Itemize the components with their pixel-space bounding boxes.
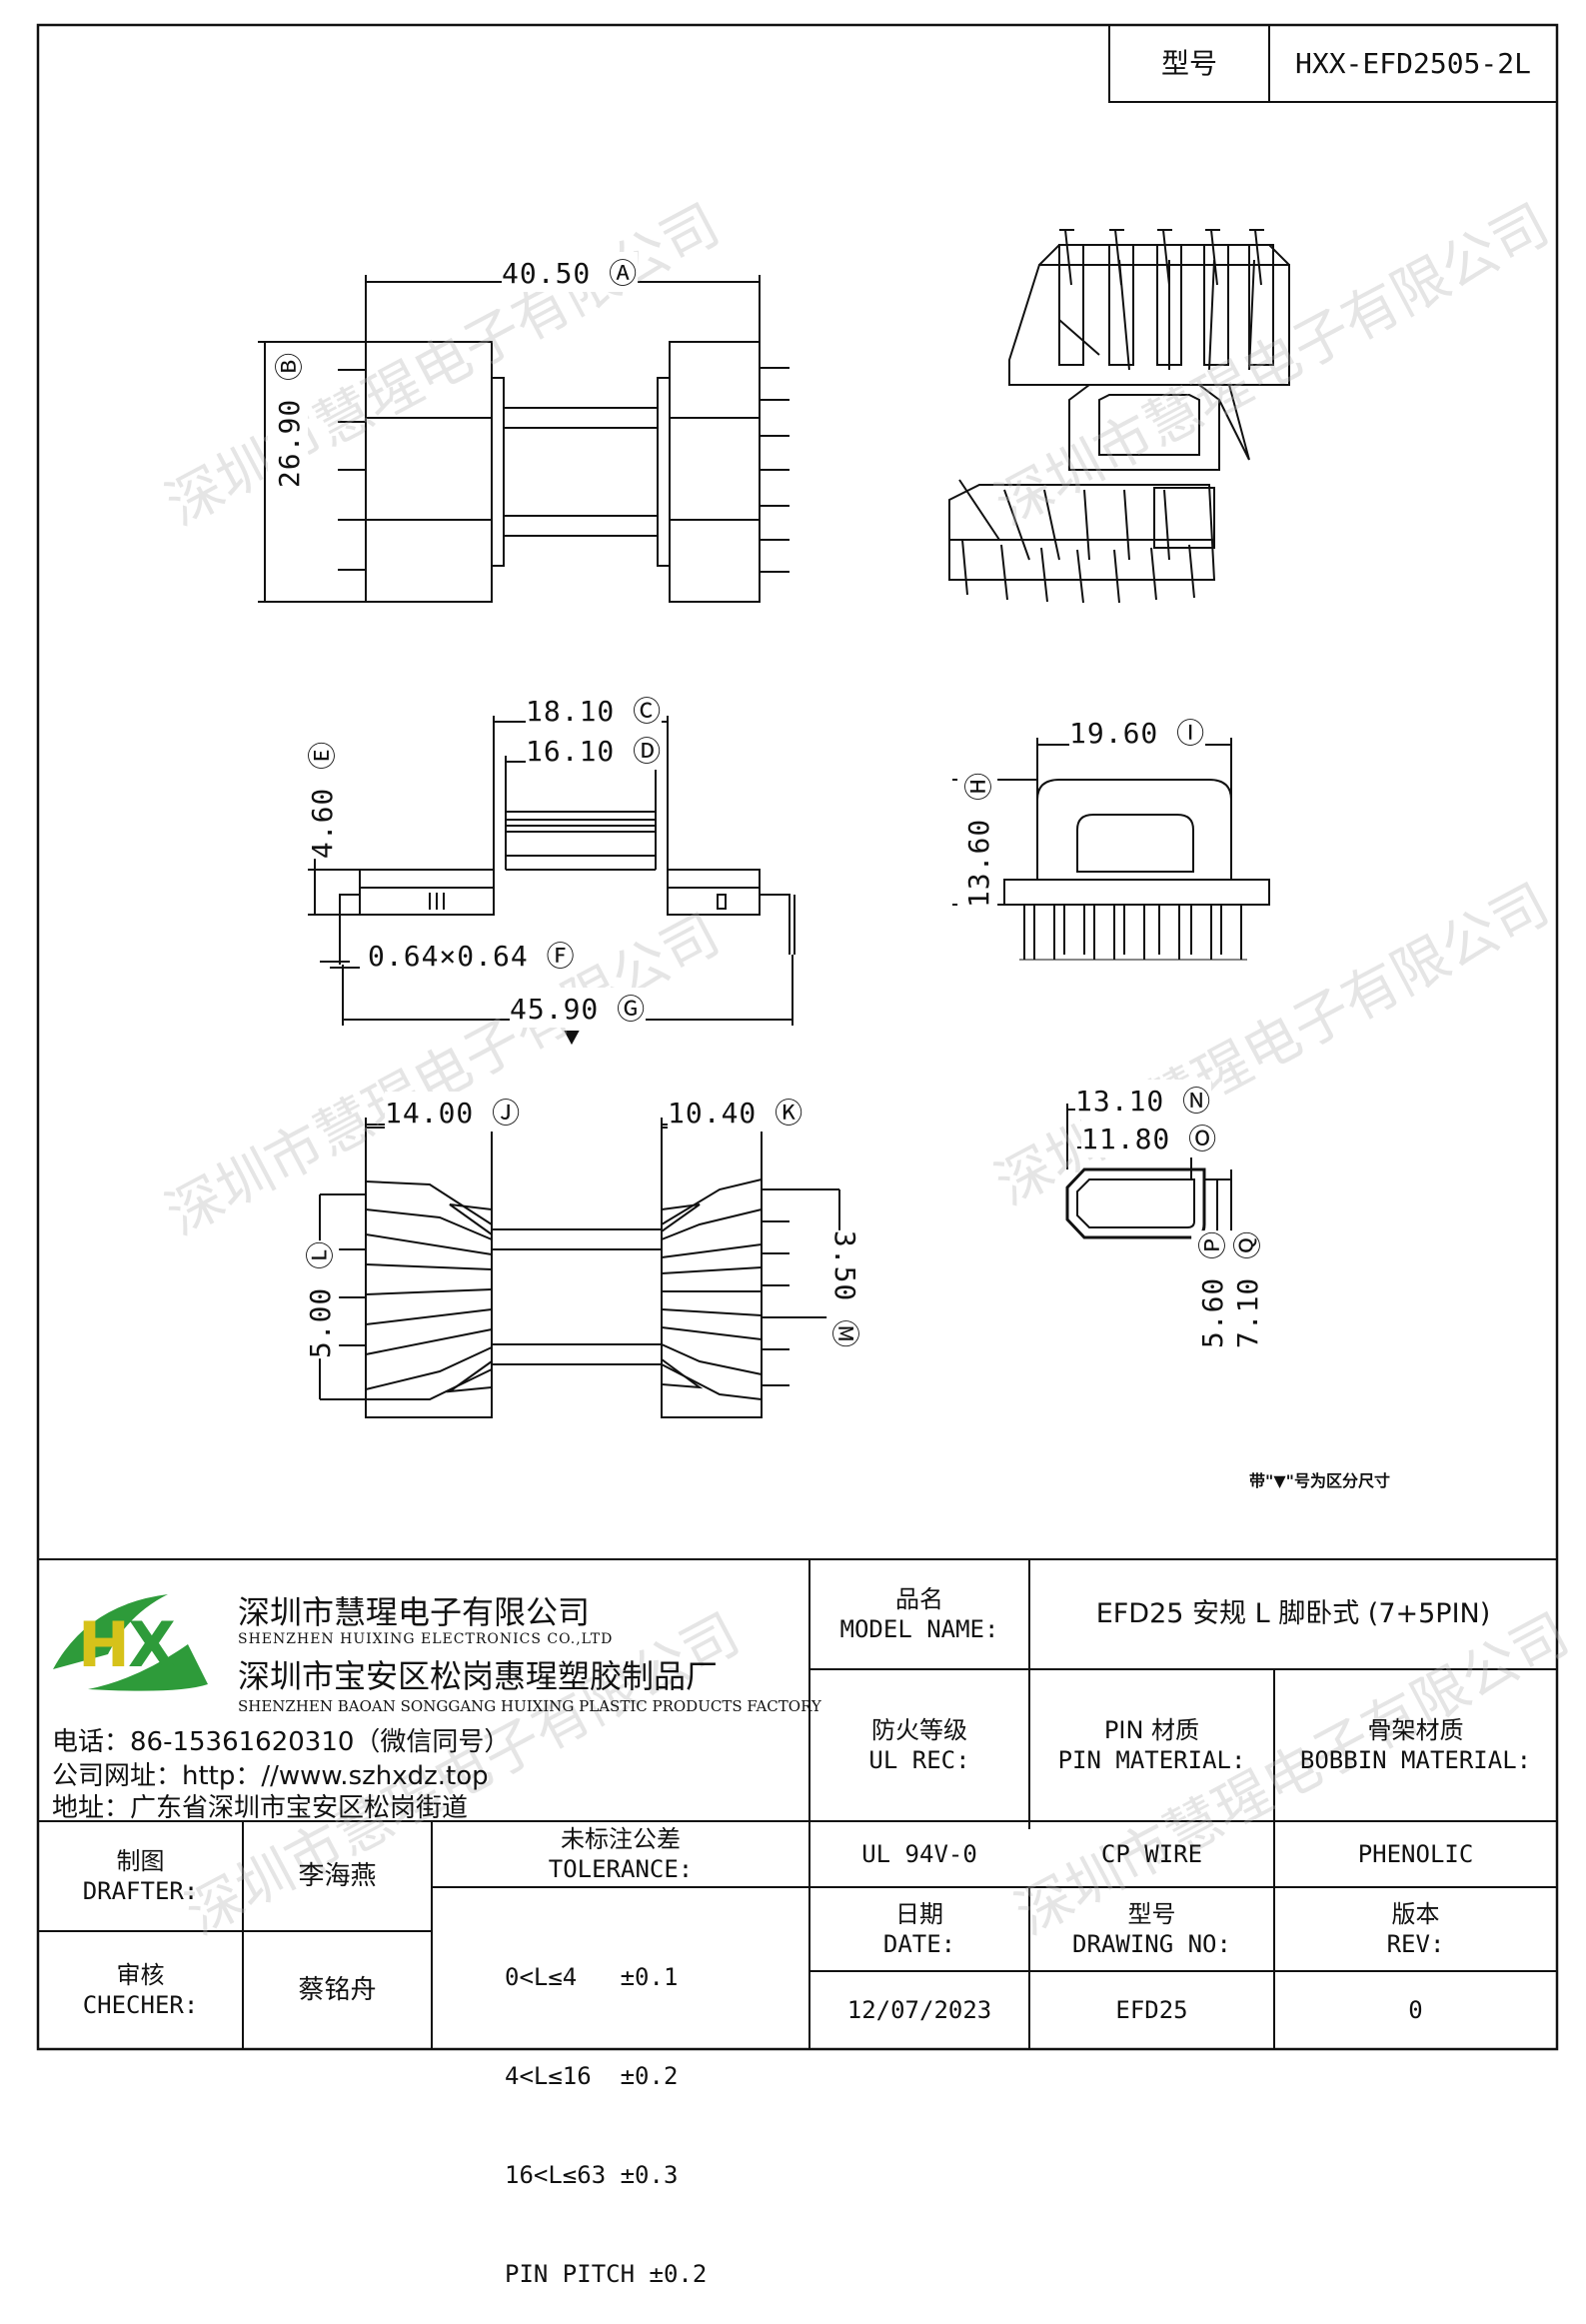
company-phone: 电话：86-15361620310（微信同号） [52,1727,511,1757]
title-box-frame [1108,24,1558,103]
dimension-label-b: 26.90 Ⓑ [268,351,309,489]
drawing-no-value: EFD25 [1115,1996,1188,2024]
dimension-label-i: 19.60 Ⓘ [1069,712,1206,752]
tolerance-line: PIN PITCH ±0.2 [505,2260,708,2288]
dimension-label-d: 16.10 Ⓓ [526,730,663,770]
bobbin-material-value: PHENOLIC [1357,1840,1474,1868]
top-view [258,275,790,603]
model-value: HXX-EFD2505-2L [1294,47,1531,80]
drawing-sheet: 深圳市慧瑆电子有限公司 深圳市慧瑆电子有限公司 深圳市慧瑆电子有限公司 深圳市慧… [36,23,1580,2288]
checker-value: 蔡铭舟 [298,1974,377,2005]
tolerance-list: 0<L≤4 ±0.1 4<L≤16 ±0.2 16<L≤63 ±0.3 PIN … [505,1895,707,2324]
dimension-label-l: 5.00 Ⓛ [299,1239,340,1359]
dimension-label-q: 7.10 Ⓠ [1226,1229,1267,1349]
dimension-label-k: 10.40 Ⓚ [668,1092,804,1132]
rev-value: 0 [1408,1996,1423,2024]
logo-h: H [78,1608,130,1681]
tolerance-line: 4<L≤16 ±0.2 [505,2062,679,2090]
pin-material-value: CP WIRE [1100,1840,1203,1868]
dimension-label-j: 14.00 Ⓙ [385,1092,522,1132]
dimension-label-m: 3.50 Ⓜ [826,1229,867,1349]
logo-x: X [128,1608,176,1681]
dimension-label-o: 11.80 Ⓞ [1081,1118,1218,1158]
drafter-value: 李海燕 [298,1860,377,1891]
company-logo: H X [53,1594,208,1691]
dimension-label-p: 5.60 Ⓟ [1191,1229,1232,1349]
technical-drawing [36,23,1559,2051]
tolerance-line: 0<L≤4 ±0.1 [505,1963,679,1991]
bottom-view [319,1118,845,1418]
company-name-cn: 深圳市慧瑆电子有限公司 [238,1593,591,1631]
dimension-label-a: 40.50 Ⓐ [502,252,639,292]
dimension-label-c: 18.10 Ⓒ [526,690,663,730]
model-name-value: EFD25 安规 L 脚卧式 (7+5PIN) [1095,1598,1491,1630]
dimension-label-f: 0.64×0.64 Ⓕ [368,935,576,975]
date-value: 12/07/2023 [846,1996,992,2024]
isometric-view [948,229,1290,604]
company-website: 公司网址：http：//www.szhxdz.top [52,1761,489,1791]
factory-name-cn: 深圳市宝安区松岗惠瑆塑胶制品厂 [238,1657,719,1695]
front-view [308,716,795,1046]
fire-rating-value: UL 94V-0 [861,1840,977,1868]
company-address: 地址：广东省深圳市宝安区松岗街道 [52,1793,469,1823]
outer-frame [36,23,1559,2051]
title-block-grid [38,1558,1557,2049]
tolerance-line: 16<L≤63 ±0.3 [505,2161,679,2189]
dimension-label-h: 13.60 Ⓗ [957,771,998,909]
dimension-label-e: 4.60 Ⓔ [301,740,342,860]
side-view [952,738,1270,961]
factory-name-en: SHENZHEN BAOAN SONGGANG HUIXING PLASTIC … [238,1697,821,1715]
company-name-en: SHENZHEN HUIXING ELECTRONICS CO.,LTD [238,1631,614,1647]
dimension-label-n: 13.10 Ⓝ [1075,1080,1212,1120]
dimension-label-g: 45.90 Ⓖ [510,988,647,1028]
model-label: 型号 [1160,47,1217,80]
marker-note: 带"▼"号为区分尺寸 [1249,1471,1390,1490]
